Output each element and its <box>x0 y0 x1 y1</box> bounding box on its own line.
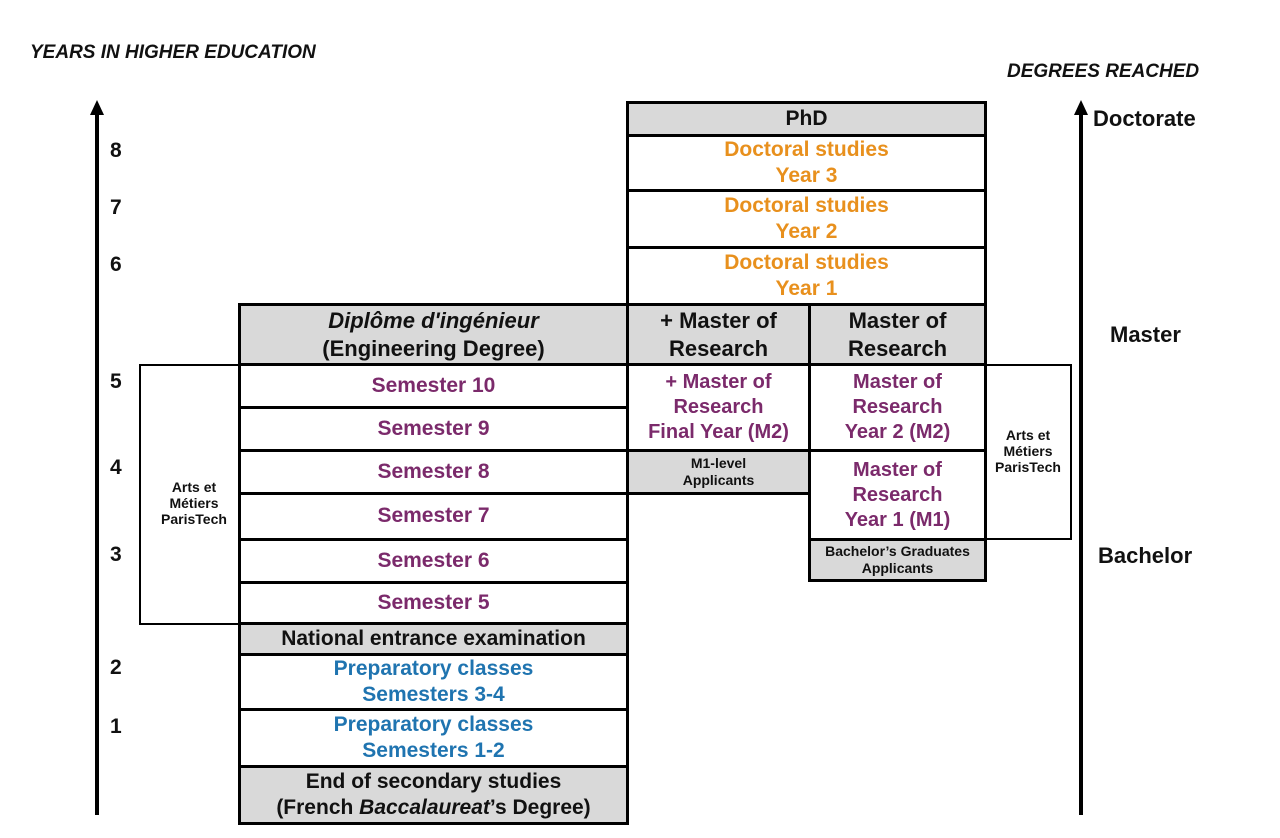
doctoral-year-3-line1: Doctoral studies <box>724 137 889 161</box>
master-year-2-line2: Research <box>852 396 943 418</box>
master-year-1-line2: Research <box>852 483 943 506</box>
master-year-2-line1: Master of <box>853 371 942 393</box>
phd-label: PhD <box>785 106 828 130</box>
engineering-degree-title: Diplôme d'ingénieur <box>328 308 539 333</box>
arts-metiers-label-left: Arts et Métiers ParisTech <box>161 479 227 528</box>
semester-10-box: Semester 10 <box>238 363 629 409</box>
phd-box: PhD <box>626 101 987 137</box>
doctoral-year-1-line2: Year 1 <box>775 277 838 300</box>
year-number-8: 8 <box>110 139 122 162</box>
secondary-studies-line2: (French Baccalaureat’s Degree) <box>276 795 590 821</box>
master-year-1-line1: Master of <box>853 458 942 481</box>
semester-9-box: Semester 9 <box>238 406 629 452</box>
semester-5-box: Semester 5 <box>238 581 629 625</box>
year-number-6: 6 <box>110 253 122 276</box>
plus-master-final-line2: Research <box>673 396 764 418</box>
entrance-exam-box: National entrance examination <box>238 622 629 656</box>
doctoral-year-2-line2: Year 2 <box>775 220 838 243</box>
plus-master-final-line3: Final Year (M2) <box>648 421 789 443</box>
prep-classes-1-line1: Preparatory classes <box>333 712 534 736</box>
plus-master-header-line1: + Master of <box>660 308 777 333</box>
prep-classes-2-line1: Preparatory classes <box>333 656 534 680</box>
year-number-3: 3 <box>110 543 122 566</box>
prep-classes-2-line2: Semesters 3-4 <box>362 683 505 706</box>
doctoral-year-3-line2: Year 3 <box>775 164 838 187</box>
degree-doctorate: Doctorate <box>1093 106 1196 131</box>
degrees-header: DEGREES REACHED <box>1007 61 1200 82</box>
secondary-studies-box: End of secondary studies (French Baccala… <box>238 765 629 825</box>
semester-10-label: Semester 10 <box>371 373 496 397</box>
engineering-degree-header: Diplôme d'ingénieur(Engineering Degree) <box>238 303 629 366</box>
plus-master-final-line1: + Master of <box>665 371 772 393</box>
arts-metiers-label-right: Arts et Métiers ParisTech <box>995 427 1061 476</box>
year-number-4: 4 <box>110 456 122 479</box>
year-number-5: 5 <box>110 370 122 393</box>
doctoral-year-1-line1: Doctoral studies <box>724 250 889 274</box>
master-header-line2: Research <box>847 335 948 361</box>
secondary-studies-line1: End of secondary studies <box>305 769 562 793</box>
year-number-1: 1 <box>110 715 122 738</box>
semester-6-box: Semester 6 <box>238 538 629 584</box>
bachelor-applicants-line2: Applicants <box>861 560 934 576</box>
semester-8-label: Semester 8 <box>377 459 490 483</box>
m1-applicants-line2: Applicants <box>682 472 755 488</box>
semester-7-label: Semester 7 <box>377 504 490 528</box>
secondary-baccalaureat: Baccalaureat <box>359 796 490 819</box>
engineering-degree-subtitle: (Engineering Degree) <box>322 335 545 361</box>
years-header: YEARS IN HIGHER EDUCATION <box>30 42 316 63</box>
right-axis-arrowhead <box>1074 100 1088 115</box>
year-number-2: 2 <box>110 656 122 679</box>
semester-8-box: Semester 8 <box>238 449 629 495</box>
prep-classes-1-line2: Semesters 1-2 <box>362 739 505 762</box>
entrance-exam-label: National entrance examination <box>281 626 586 650</box>
degree-master: Master <box>1110 322 1181 347</box>
m1-applicants-line1: M1-level <box>690 455 747 472</box>
left-axis-arrowhead <box>90 100 104 115</box>
master-year-1-line3: Year 1 (M1) <box>844 508 951 531</box>
semester-5-label: Semester 5 <box>377 590 490 614</box>
master-year-2-line3: Year 2 (M2) <box>844 421 951 443</box>
degree-bachelor: Bachelor <box>1098 543 1193 568</box>
semester-7-box: Semester 7 <box>238 492 629 541</box>
secondary-pre: (French <box>276 796 360 819</box>
master-header-line1: Master of <box>848 308 947 333</box>
semester-9-label: Semester 9 <box>377 416 490 440</box>
doctoral-year-2-line1: Doctoral studies <box>724 193 889 217</box>
plus-master-header-line2: Research <box>668 335 769 361</box>
secondary-post: ’s Degree) <box>489 796 591 819</box>
year-number-7: 7 <box>110 196 122 219</box>
semester-6-label: Semester 6 <box>377 548 490 572</box>
bachelor-applicants-line1: Bachelor’s Graduates <box>825 543 970 560</box>
